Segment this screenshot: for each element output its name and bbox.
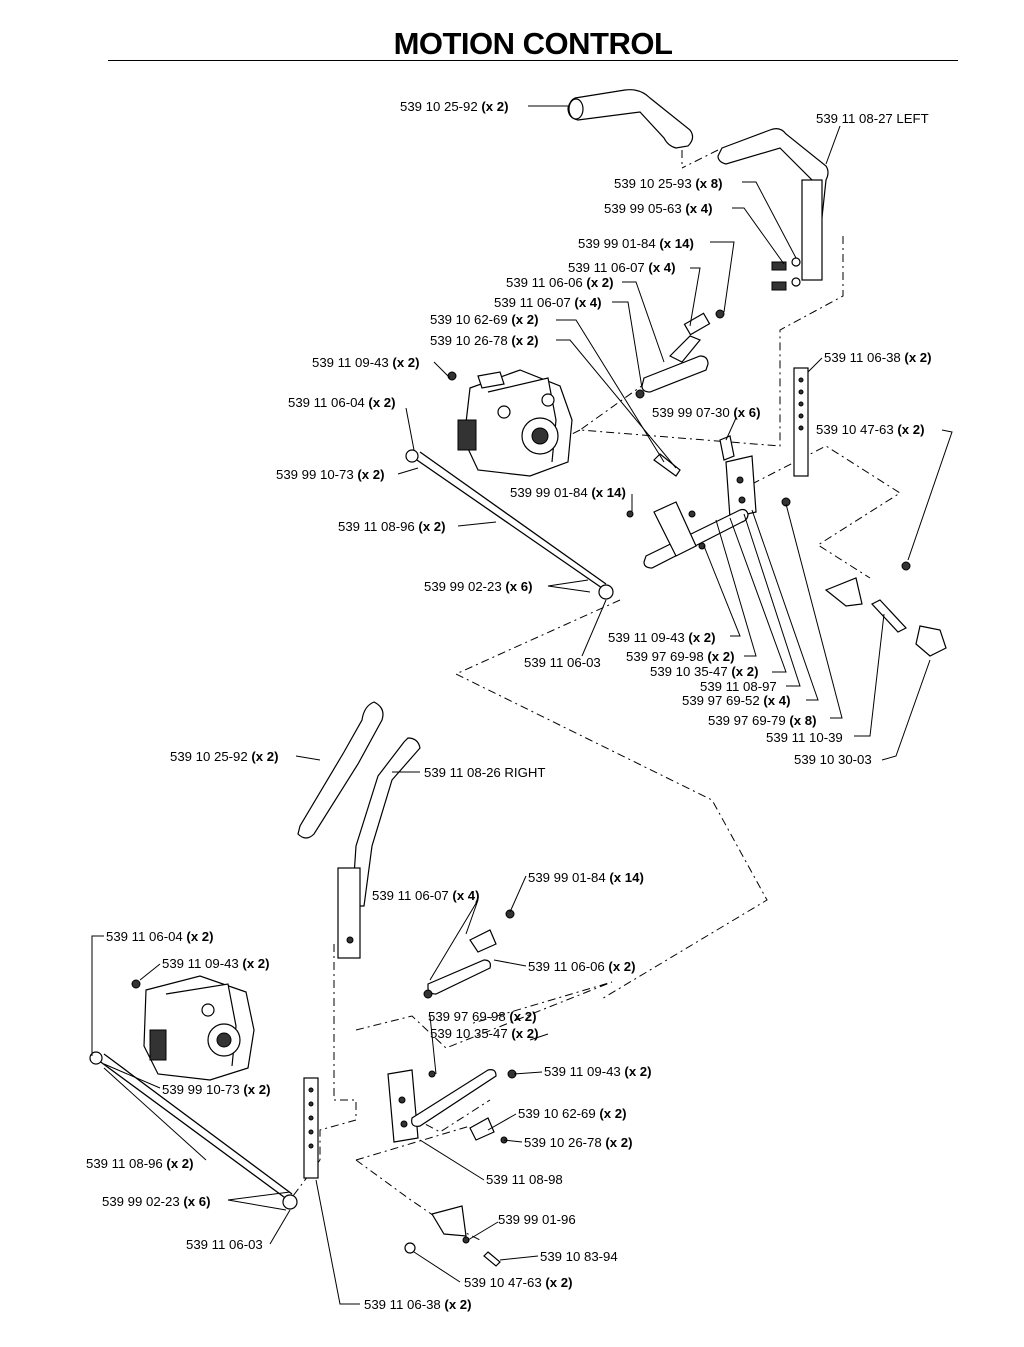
connecting-rod-upper [413, 451, 607, 589]
labels-upper: 539 10 25-92 (x 2) 539 11 08-27 LEFT 539… [276, 99, 932, 767]
title-rule [108, 60, 958, 61]
knob-upper [915, 625, 947, 657]
damper-bracket-lower [431, 1205, 467, 1237]
label-u-06: 539 11 06-07 (x 4) [568, 260, 676, 275]
spring-upper [871, 599, 907, 633]
control-lever-right [351, 737, 421, 907]
label-u-15: 539 10 47-63 (x 2) [816, 422, 925, 437]
label-u-27: 539 11 10-39 [766, 730, 843, 745]
label-l-14: 539 11 08-96 (x 2) [86, 1156, 194, 1171]
label-u-21: 539 97 69-98 (x 2) [626, 649, 735, 664]
label-l-19: 539 10 83-94 [540, 1249, 618, 1264]
lever-right-mount [337, 867, 361, 959]
label-u-22: 539 11 06-03 [524, 655, 601, 670]
label-u-26: 539 97 69-79 (x 8) [708, 713, 817, 728]
label-l-16: 539 99 02-23 (x 6) [102, 1194, 211, 1209]
control-shaft-lower [411, 1069, 497, 1127]
label-u-11: 539 11 09-43 (x 2) [312, 355, 420, 370]
label-u-02: 539 11 08-27 LEFT [816, 111, 929, 126]
grip-upper [567, 89, 694, 149]
label-l-07: 539 11 06-06 (x 2) [528, 959, 636, 974]
label-l-02: 539 11 08-26 RIGHT [424, 765, 545, 780]
label-u-05: 539 99 01-84 (x 14) [578, 236, 694, 251]
label-l-20: 539 10 47-63 (x 2) [464, 1275, 573, 1290]
bolts-upper [771, 257, 801, 291]
label-u-25: 539 97 69-52 (x 4) [682, 693, 791, 708]
label-u-12: 539 11 06-38 (x 2) [824, 350, 932, 365]
label-l-18: 539 11 06-03 [186, 1237, 263, 1252]
label-l-06: 539 11 09-43 (x 2) [162, 956, 270, 971]
label-l-09: 539 10 35-47 (x 2) [430, 1026, 539, 1041]
label-u-28: 539 10 30-03 [794, 752, 872, 767]
label-u-13: 539 11 06-04 (x 2) [288, 395, 396, 410]
hydro-pump-upper [447, 369, 573, 477]
label-u-16: 539 99 10-73 (x 2) [276, 467, 385, 482]
label-l-15: 539 11 08-98 [486, 1172, 563, 1187]
label-u-09: 539 10 62-69 (x 2) [430, 312, 539, 327]
label-l-13: 539 10 26-78 (x 2) [524, 1135, 633, 1150]
lever-left-mount [801, 179, 823, 281]
labels-lower: 539 10 25-92 (x 2) 539 11 08-26 RIGHT 53… [86, 749, 652, 1312]
damper-bracket-upper [824, 577, 863, 607]
adjust-arm-upper [793, 367, 809, 477]
grip-lower [297, 701, 384, 839]
label-l-11: 539 99 10-73 (x 2) [162, 1082, 271, 1097]
label-l-03: 539 99 01-84 (x 14) [528, 870, 644, 885]
label-u-07: 539 11 06-06 (x 2) [506, 275, 614, 290]
label-l-21: 539 11 06-38 (x 2) [364, 1297, 472, 1312]
label-u-08: 539 11 06-07 (x 4) [494, 295, 602, 310]
bracket-plate-lower [387, 1069, 419, 1143]
assembly-outline-lower [289, 944, 613, 1241]
grip-upper-end [568, 98, 584, 120]
label-u-01: 539 10 25-92 (x 2) [400, 99, 509, 114]
label-u-18: 539 11 08-96 (x 2) [338, 519, 446, 534]
label-u-17: 539 99 01-84 (x 14) [510, 485, 626, 500]
label-l-05: 539 11 06-04 (x 2) [106, 929, 214, 944]
hydro-pump-lower [131, 975, 255, 1081]
label-l-04: 539 11 06-07 (x 4) [372, 888, 480, 903]
label-u-14: 539 99 07-30 (x 6) [652, 405, 761, 420]
damper-upper [635, 309, 725, 399]
label-l-12: 539 10 62-69 (x 2) [518, 1106, 627, 1121]
page-title: MOTION CONTROL [393, 26, 673, 61]
label-l-01: 539 10 25-92 (x 2) [170, 749, 279, 764]
label-u-03: 539 10 25-93 (x 8) [614, 176, 723, 191]
assembly-outline-upper [454, 149, 901, 1001]
label-l-10: 539 11 09-43 (x 2) [544, 1064, 652, 1079]
control-lever-left [717, 128, 829, 277]
adjust-arm-lower [303, 1077, 319, 1179]
bracket-plate-upper [725, 455, 757, 519]
damper-lower [423, 909, 515, 999]
leader-lines [91, 105, 953, 1305]
lower-right-assembly [89, 701, 613, 1267]
label-u-19: 539 99 02-23 (x 6) [424, 579, 533, 594]
label-u-04: 539 99 05-63 (x 4) [604, 201, 713, 216]
label-u-20: 539 11 09-43 (x 2) [608, 630, 716, 645]
label-l-17: 539 99 01-96 [498, 1212, 576, 1227]
label-u-23: 539 10 35-47 (x 2) [650, 664, 759, 679]
label-l-08: 539 97 69-98 (x 2) [428, 1009, 537, 1024]
label-u-24: 539 11 08-97 [700, 679, 777, 694]
label-u-10: 539 10 26-78 (x 2) [430, 333, 539, 348]
upper-left-assembly [405, 89, 947, 1001]
